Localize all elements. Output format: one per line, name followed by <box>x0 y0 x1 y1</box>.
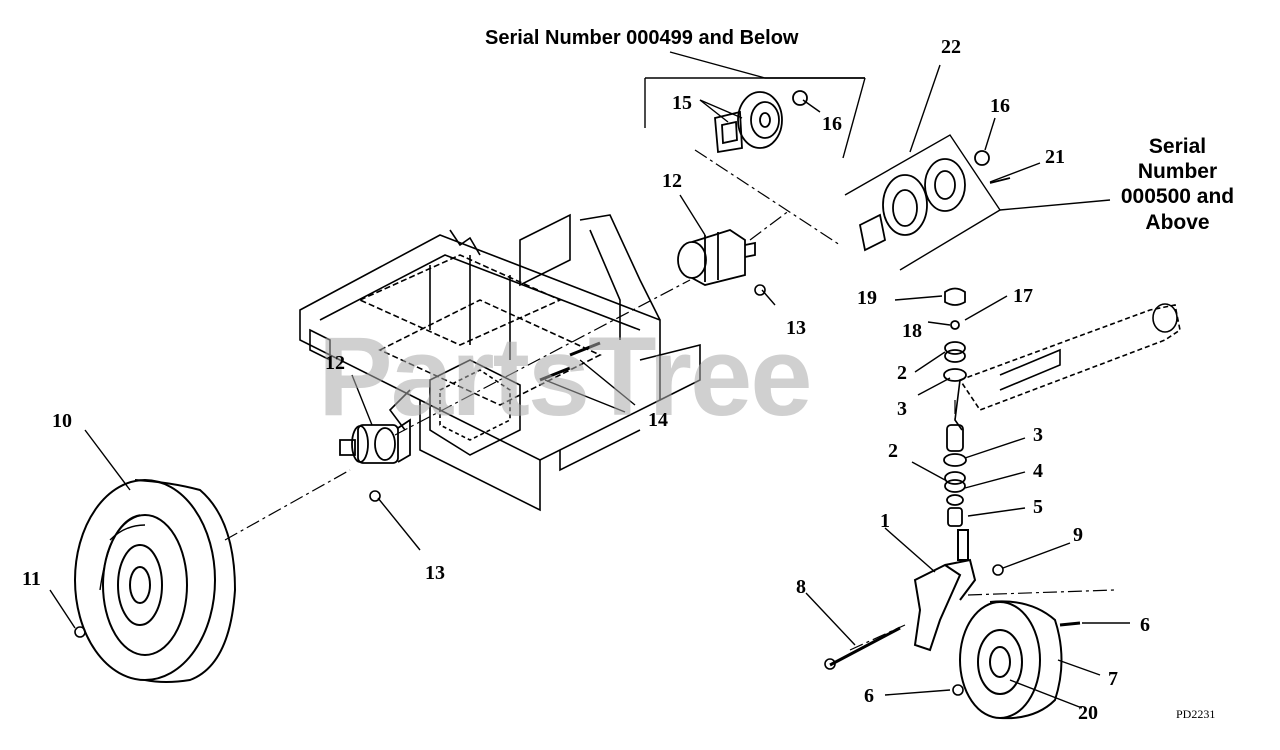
callout-3-bottom: 3 <box>1033 424 1043 446</box>
callout-12-left: 12 <box>325 352 345 374</box>
callout-10: 10 <box>52 410 72 432</box>
caption-serial-above-line-1: Serial <box>1148 135 1207 158</box>
callout-5: 5 <box>1033 496 1043 518</box>
callout-13-bottom: 13 <box>425 562 445 584</box>
callout-6-left: 6 <box>864 685 874 707</box>
pulley-assembly-new <box>858 150 1011 252</box>
callout-11: 11 <box>22 568 41 590</box>
callout-22: 22 <box>941 36 961 58</box>
watermark: PartsTree <box>318 314 813 439</box>
caster-wheel <box>959 600 1063 720</box>
callout-13-top: 13 <box>786 317 806 339</box>
assembly-lines <box>224 149 1116 651</box>
left-drive-wheel <box>74 479 237 683</box>
callout-2-top: 2 <box>897 362 907 384</box>
right-wheel-motor <box>677 229 756 286</box>
callout-1: 1 <box>880 510 890 532</box>
caster-fork <box>913 529 977 652</box>
callout-9: 9 <box>1073 524 1083 546</box>
pulley-assembly-old <box>714 90 808 154</box>
callout-16-top: 16 <box>822 113 842 135</box>
caption-serial-above-line-4: Above <box>1145 210 1210 234</box>
callout-4: 4 <box>1033 460 1043 482</box>
hardware-bolts <box>74 284 1081 696</box>
callout-2-bottom: 2 <box>888 440 898 462</box>
callout-18: 18 <box>902 320 922 342</box>
left-wheel-motor <box>339 418 411 464</box>
callout-3-top: 3 <box>897 398 907 420</box>
callout-21: 21 <box>1045 146 1065 168</box>
diagram-code: PD2231 <box>1176 707 1216 721</box>
callout-12-top: 12 <box>662 170 682 192</box>
caption-serial-above: Serial Number 000500 and Above <box>1110 134 1245 235</box>
front-caster-arm <box>954 303 1181 431</box>
serial-brackets <box>644 51 1111 271</box>
callout-6-right: 6 <box>1140 614 1150 636</box>
callout-15: 15 <box>672 92 692 114</box>
caption-serial-above-line-3: 000500 and <box>1120 185 1235 209</box>
callout-8: 8 <box>796 576 806 598</box>
callout-7: 7 <box>1108 668 1118 690</box>
caption-serial-above-line-2: Number <box>1137 160 1218 184</box>
chassis-frame <box>299 213 701 512</box>
callout-14: 14 <box>648 409 668 431</box>
callout-20: 20 <box>1078 702 1098 724</box>
callout-16-right: 16 <box>990 95 1010 117</box>
callout-17: 17 <box>1013 285 1033 307</box>
caption-serial-below: Serial Number 000499 and Below <box>485 27 799 49</box>
leader-lines <box>49 64 1130 709</box>
callout-19: 19 <box>857 287 877 309</box>
caster-hardware <box>943 287 967 527</box>
